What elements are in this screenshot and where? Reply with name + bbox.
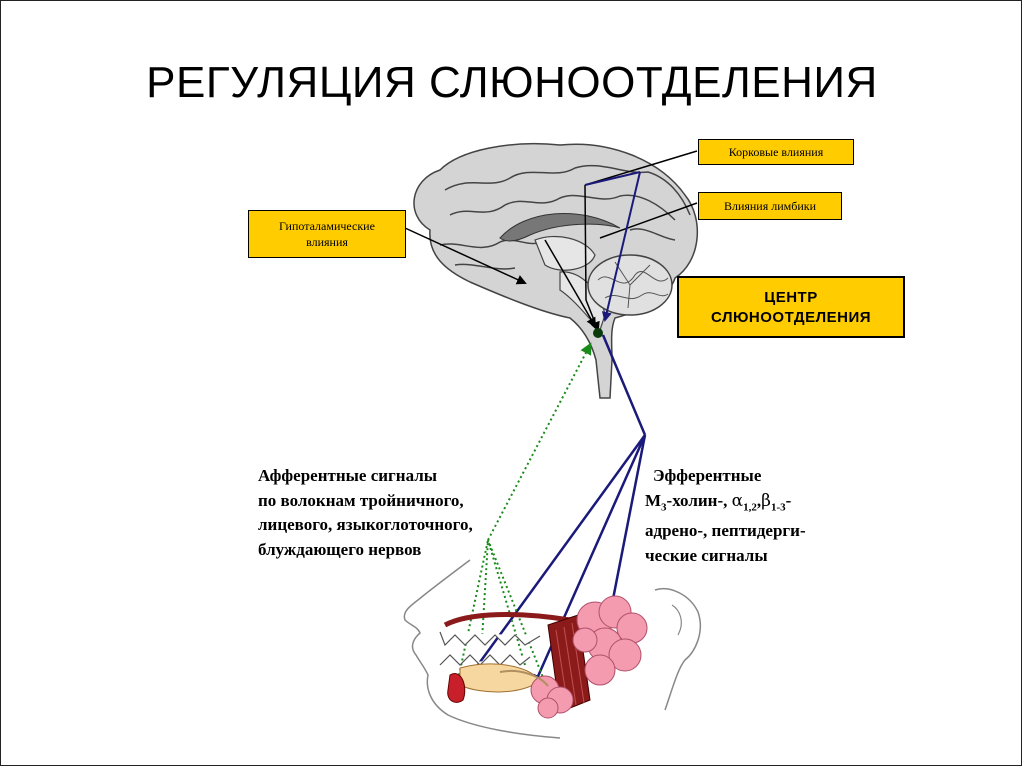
comma: , [756,490,762,510]
efferent-line-3: адрено-, пептидерги- [645,521,806,541]
limbic-influence-box: Влияния лимбики [698,192,842,220]
cholin-text: -холин-, [666,490,732,510]
center-label-line2: СЛЮНООТДЕЛЕНИЯ [710,309,872,326]
cortical-label: Корковые влияния [728,144,824,159]
afferent-line-4: блуждающего нервов [258,539,422,559]
salivation-center-box: ЦЕНТР СЛЮНООТДЕЛЕНИЯ [677,276,905,338]
efferent-text: Эфферентные М3-холин-, α1,2,β1-3- адрено… [645,464,806,568]
efferent-line-4: ческие сигналы [645,545,768,565]
hypothalamic-influence-box: Гипоталамические влияния [248,210,406,258]
cerebellum [587,254,673,316]
limbic-label: Влияния лимбики [723,198,817,213]
alpha-sub: 1,2 [743,500,757,513]
afferent-text: Афферентные сигналы по волокнам тройничн… [258,464,473,562]
beta-sub: 1-3 [770,500,786,513]
parotid-gland [572,595,648,686]
beta-symbol: β [761,490,771,511]
submandibular-gland [530,675,574,719]
m-receptor: М [645,490,662,510]
salivary-glands [499,595,648,719]
efferent-line-1: Эфферентные [653,466,762,485]
afferent-line-3: лицевого, языкоглоточного, [258,515,473,534]
alpha-symbol: α [731,490,744,511]
efferent-line-2: М3-холин-, α1,2,β1-3- [645,489,806,520]
afferent-line-2: по волокнам тройничного, [258,490,464,510]
center-label-line1: ЦЕНТР [764,289,818,306]
slide-title: РЕГУЛЯЦИЯ СЛЮНООТДЕЛЕНИЯ [146,58,878,107]
afferent-line-1: Афферентные сигналы [258,466,438,485]
center-dot [593,328,603,338]
brain-illustration [413,142,698,399]
dash: - [785,490,792,510]
hypothalamic-label-line2: влияния [306,235,348,249]
hypothalamic-label-line1: Гипоталамические [279,219,375,233]
cortical-influence-box: Корковые влияния [698,139,854,165]
m-receptor-sub: 3 [661,500,667,513]
